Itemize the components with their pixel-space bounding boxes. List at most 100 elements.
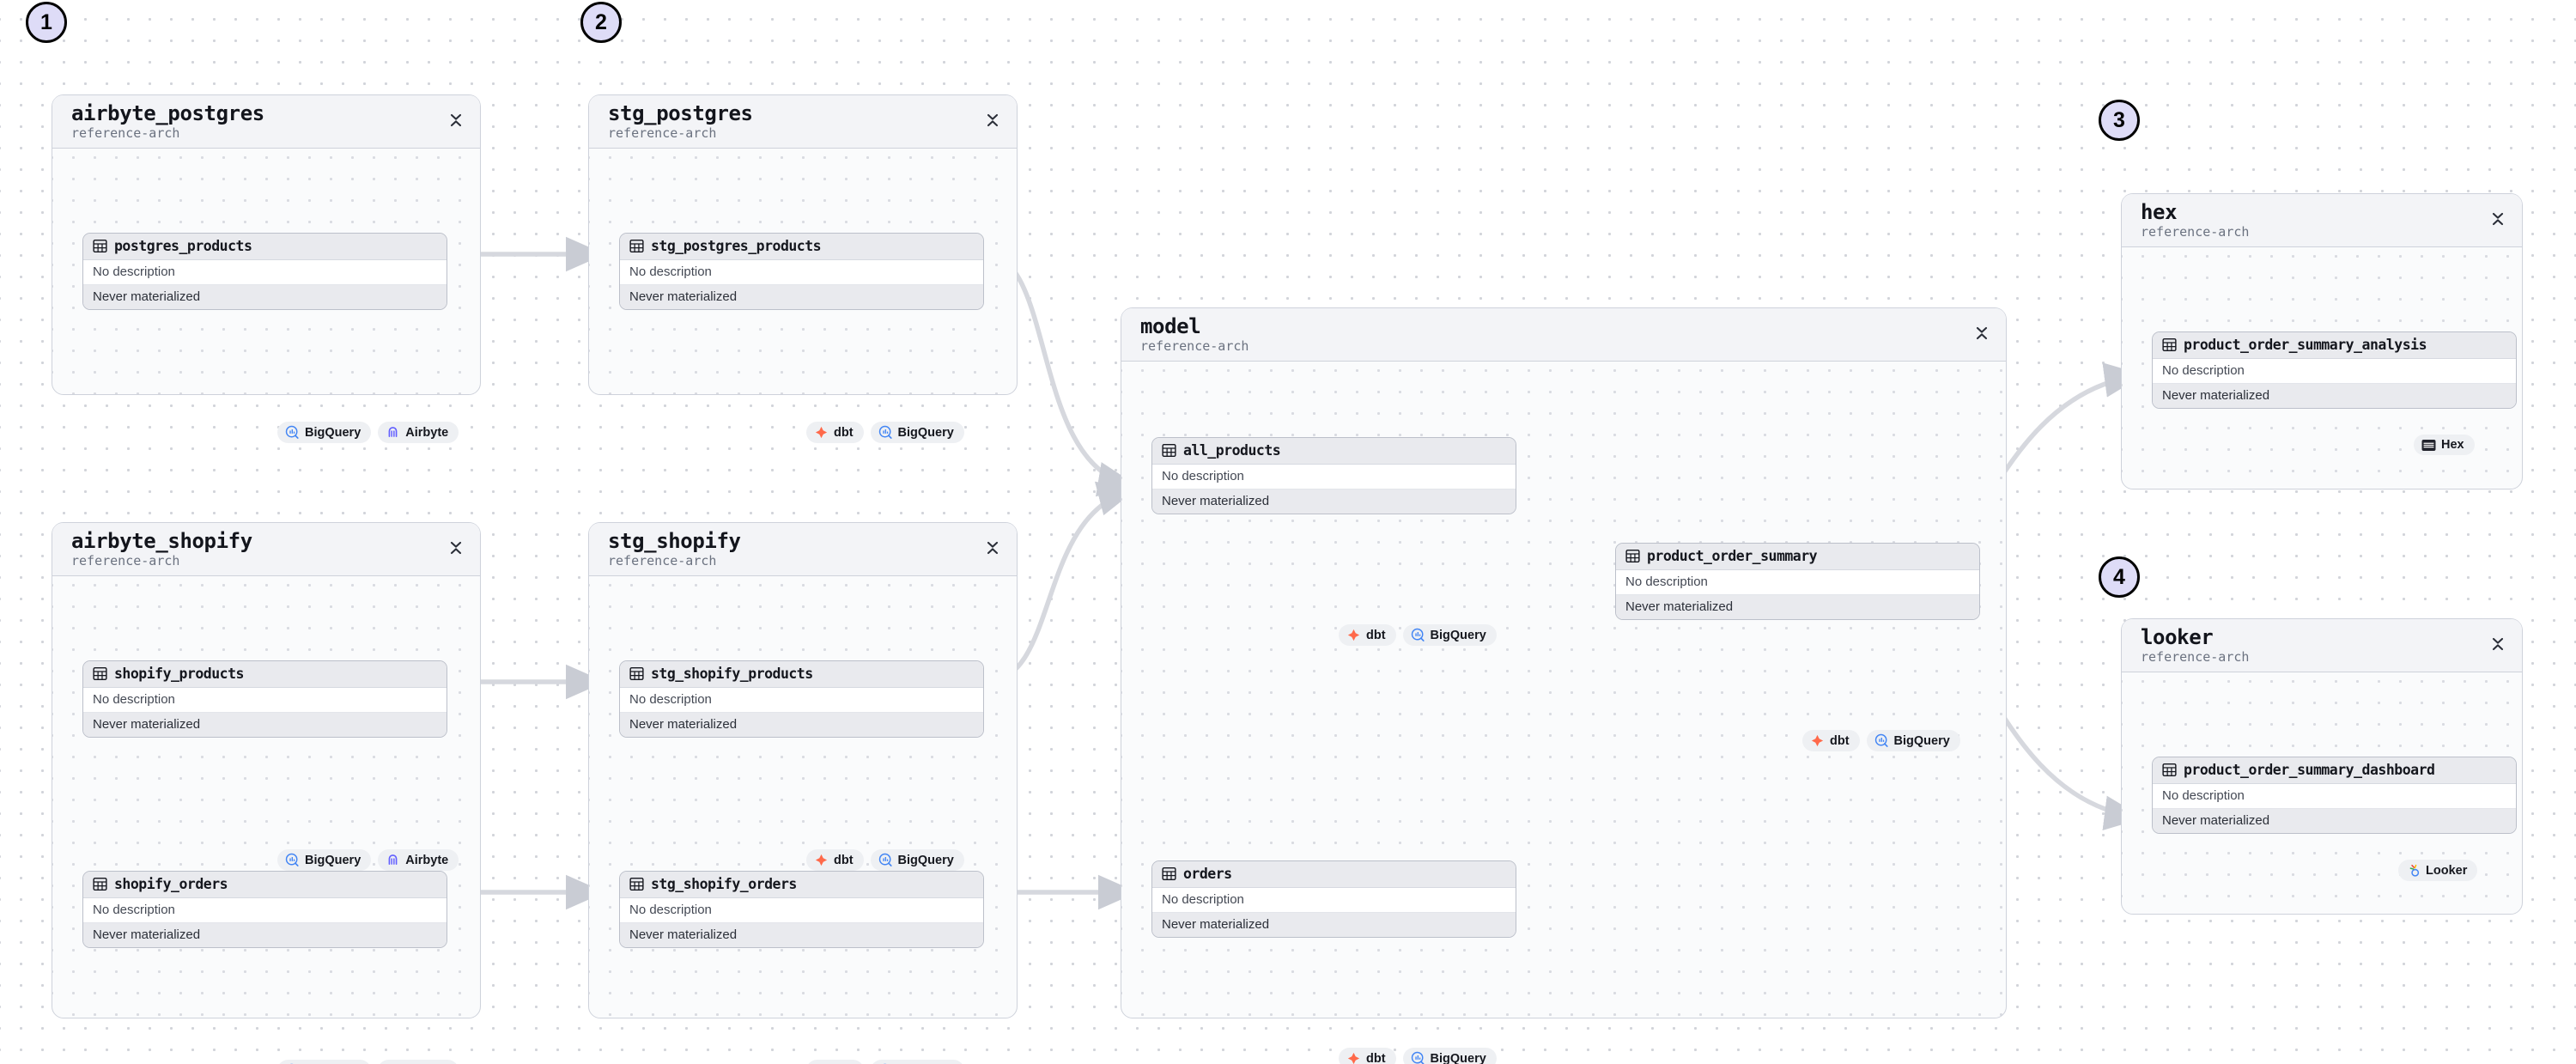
- dbt-icon: [815, 426, 828, 439]
- asset-node-name: shopify_products: [114, 666, 244, 682]
- integration-chip-bigquery[interactable]: BigQuery: [1866, 730, 1960, 751]
- bigquery-icon: [878, 853, 892, 866]
- integration-chip-bigquery[interactable]: BigQuery: [277, 422, 372, 443]
- collapse-button-airbyte_postgres[interactable]: [449, 112, 463, 133]
- asset-node-name: stg_shopify_orders: [651, 876, 797, 892]
- group-title: airbyte_postgres: [71, 101, 264, 125]
- collapse-chevrons-icon[interactable]: [449, 539, 463, 556]
- integration-chip-bigquery[interactable]: BigQuery: [870, 1060, 964, 1064]
- group-title: airbyte_shopify: [71, 529, 252, 553]
- integration-chip-bigquery[interactable]: BigQuery: [277, 849, 372, 871]
- group-looker[interactable]: looker reference-arch product_order_summ…: [2121, 618, 2523, 915]
- integration-chip-label: dbt: [1366, 628, 1386, 642]
- collapse-button-stg_postgres[interactable]: [986, 112, 999, 133]
- table-grid-icon: [93, 239, 107, 253]
- step-badge-1: 1: [26, 2, 67, 43]
- integration-chip-label: BigQuery: [1893, 733, 1950, 748]
- integration-chip-looker[interactable]: Looker: [2398, 860, 2478, 881]
- integration-chip-airbyte[interactable]: Airbyte: [378, 1060, 459, 1064]
- group-hex[interactable]: hex reference-arch product_order_summary…: [2121, 193, 2523, 489]
- integration-tags-shopify_orders: BigQuery Airbyte: [277, 1060, 459, 1064]
- asset-node-materialization: Never materialized: [620, 713, 983, 737]
- integration-chip-dbt[interactable]: dbt: [1339, 624, 1396, 646]
- integration-chip-bigquery[interactable]: BigQuery: [1402, 1048, 1497, 1064]
- group-model[interactable]: model reference-arch all_products No des…: [1121, 307, 2007, 1064]
- collapse-chevrons-icon[interactable]: [2491, 210, 2505, 228]
- group-header-model: model reference-arch: [1121, 308, 2006, 362]
- integration-chip-label: BigQuery: [1430, 1051, 1486, 1064]
- group-airbyte_shopify[interactable]: airbyte_shopify reference-arch shopify_p…: [52, 522, 481, 1064]
- collapse-chevrons-icon[interactable]: [449, 112, 463, 129]
- asset-node-stg_shopify_orders[interactable]: stg_shopify_orders No description Never …: [619, 871, 984, 948]
- integration-chip-bigquery[interactable]: BigQuery: [870, 849, 964, 871]
- integration-chip-label: dbt: [1366, 1051, 1386, 1064]
- collapse-button-looker[interactable]: [2491, 635, 2505, 657]
- asset-node-stg_postgres_products[interactable]: stg_postgres_products No description Nev…: [619, 233, 984, 310]
- integration-chip-label: BigQuery: [897, 853, 954, 867]
- integration-chip-hex[interactable]: Hex: [2414, 435, 2475, 455]
- asset-node-all_products[interactable]: all_products No description Never materi…: [1151, 437, 1516, 514]
- asset-node-stg_shopify_products[interactable]: stg_shopify_products No description Neve…: [619, 660, 984, 738]
- collapse-button-model[interactable]: [1975, 325, 1989, 346]
- integration-chip-label: BigQuery: [1430, 628, 1486, 642]
- asset-node-product_order_summary[interactable]: product_order_summary No description Nev…: [1615, 543, 1980, 620]
- asset-node-product_order_summary_analysis[interactable]: product_order_summary_analysis No descri…: [2152, 331, 2517, 409]
- group-stg_shopify[interactable]: stg_shopify reference-arch stg_shopify_p…: [588, 522, 1018, 1064]
- asset-node-materialization: Never materialized: [2153, 809, 2516, 833]
- group-title: hex: [2141, 200, 2178, 224]
- asset-node-description: No description: [2153, 784, 2516, 809]
- collapse-chevrons-icon[interactable]: [2491, 635, 2505, 653]
- asset-node-name: product_order_summary_dashboard: [2184, 762, 2435, 778]
- group-stg_postgres[interactable]: stg_postgres reference-arch stg_postgres…: [588, 94, 1018, 443]
- asset-node-description: No description: [620, 688, 983, 713]
- integration-chip-dbt[interactable]: dbt: [1339, 1048, 1396, 1064]
- integration-chip-bigquery[interactable]: BigQuery: [1402, 624, 1497, 646]
- integration-tags-product_order_summary_dashboard: Looker: [2398, 860, 2478, 881]
- asset-node-description: No description: [1152, 888, 1516, 913]
- asset-node-description: No description: [1616, 570, 1979, 595]
- integration-tags-product_order_summary_analysis: Hex: [2414, 435, 2475, 455]
- asset-node-materialization: Never materialized: [83, 923, 447, 947]
- group-subtitle: reference-arch: [71, 553, 180, 568]
- collapse-chevrons-icon[interactable]: [1975, 325, 1989, 342]
- collapse-chevrons-icon[interactable]: [986, 112, 999, 129]
- integration-chip-dbt[interactable]: dbt: [1802, 730, 1860, 751]
- asset-node-materialization: Never materialized: [1152, 913, 1516, 937]
- step-badge-3: 3: [2099, 100, 2140, 141]
- integration-chip-dbt[interactable]: dbt: [806, 1060, 864, 1064]
- group-subtitle: reference-arch: [608, 553, 717, 568]
- group-title: stg_postgres: [608, 101, 753, 125]
- group-airbyte_postgres[interactable]: airbyte_postgres reference-arch postgres…: [52, 94, 481, 443]
- asset-node-description: No description: [1152, 465, 1516, 489]
- integration-chip-airbyte[interactable]: Airbyte: [378, 422, 459, 443]
- asset-node-header: stg_shopify_products: [620, 661, 983, 688]
- group-subtitle: reference-arch: [1140, 338, 1249, 354]
- collapse-button-airbyte_shopify[interactable]: [449, 539, 463, 561]
- asset-node-postgres_products[interactable]: postgres_products No description Never m…: [82, 233, 447, 310]
- integration-chip-bigquery[interactable]: BigQuery: [277, 1060, 372, 1064]
- bigquery-icon: [1411, 1051, 1425, 1064]
- bigquery-icon: [1874, 733, 1888, 747]
- asset-node-header: shopify_products: [83, 661, 447, 688]
- asset-node-orders[interactable]: orders No description Never materialized: [1151, 860, 1516, 938]
- integration-chip-label: BigQuery: [305, 425, 361, 440]
- step-badge-4: 4: [2099, 556, 2140, 598]
- asset-node-description: No description: [620, 898, 983, 923]
- dbt-icon: [1347, 1052, 1360, 1064]
- asset-node-shopify_orders[interactable]: shopify_orders No description Never mate…: [82, 871, 447, 948]
- asset-node-name: stg_shopify_products: [651, 666, 813, 682]
- integration-chip-dbt[interactable]: dbt: [806, 849, 864, 871]
- integration-chip-airbyte[interactable]: Airbyte: [378, 849, 459, 871]
- asset-node-product_order_summary_dashboard[interactable]: product_order_summary_dashboard No descr…: [2152, 757, 2517, 834]
- asset-node-name: orders: [1183, 866, 1232, 882]
- integration-chip-dbt[interactable]: dbt: [806, 422, 864, 443]
- group-title: stg_shopify: [608, 529, 741, 553]
- integration-chip-bigquery[interactable]: BigQuery: [870, 422, 964, 443]
- collapse-chevrons-icon[interactable]: [986, 539, 999, 556]
- integration-chip-label: dbt: [1830, 733, 1850, 748]
- collapse-button-stg_shopify[interactable]: [986, 539, 999, 561]
- asset-node-header: shopify_orders: [83, 872, 447, 898]
- asset-node-shopify_products[interactable]: shopify_products No description Never ma…: [82, 660, 447, 738]
- collapse-button-hex[interactable]: [2491, 210, 2505, 232]
